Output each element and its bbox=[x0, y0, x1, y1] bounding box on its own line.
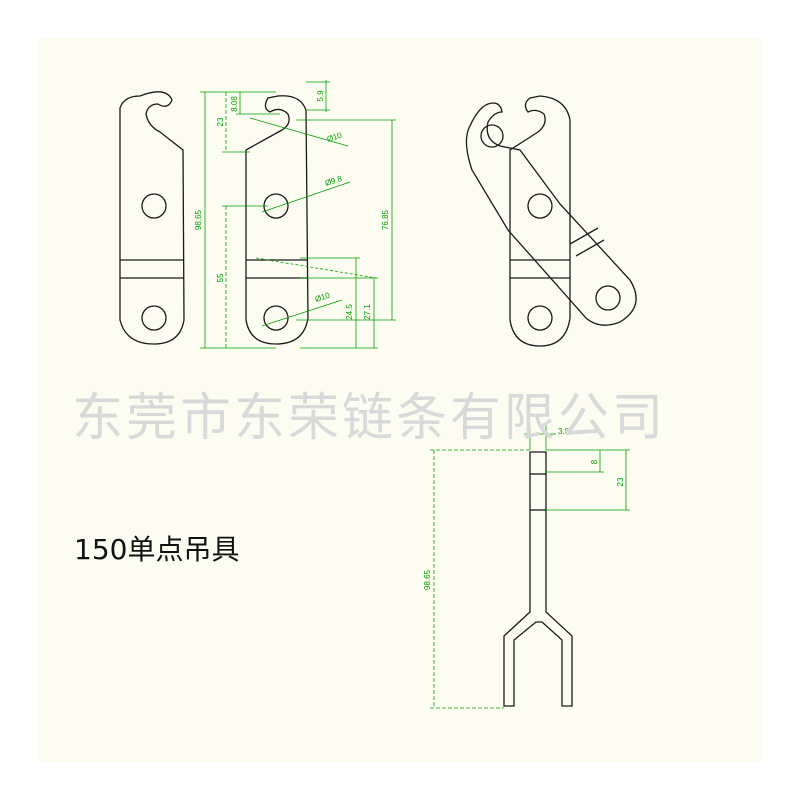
drawing-sheet bbox=[38, 38, 762, 762]
rotated-part-hole bbox=[595, 285, 621, 311]
dim-hook-slot: 8.08 bbox=[230, 96, 239, 112]
left-part-hole-upper bbox=[141, 193, 167, 219]
part-right-assembly bbox=[465, 95, 637, 347]
left-part-hole-lower bbox=[141, 305, 167, 331]
dim-bottom-b: 27.1 bbox=[363, 304, 372, 320]
side-dimensions bbox=[430, 426, 630, 709]
dim-overall-height: 98.65 bbox=[194, 209, 203, 230]
part-side-view bbox=[503, 451, 573, 707]
part-title: 150单点吊具 bbox=[74, 533, 240, 566]
company-watermark: 东莞市东荣链条有限公司 bbox=[72, 389, 667, 446]
rotated-part-upper-hole bbox=[480, 124, 504, 148]
dim-hook-depth: 23 bbox=[216, 117, 225, 126]
side-part-outline bbox=[503, 451, 573, 707]
dim-side-height: 98.65 bbox=[423, 569, 432, 590]
left-part-outline bbox=[119, 91, 185, 345]
dim-hole-mid: Ø9.8 bbox=[324, 174, 344, 188]
dim-span: 76.85 bbox=[381, 209, 390, 230]
rotated-part-outline bbox=[465, 102, 637, 326]
side-dimension-labels: 3.85 8 23 98.65 bbox=[423, 427, 625, 590]
part-center-view bbox=[245, 95, 309, 345]
dim-bottom-a: 24.5 bbox=[345, 304, 354, 320]
front-part-hole-lower bbox=[527, 305, 553, 331]
dim-side-thickness: 3.85 bbox=[558, 427, 574, 436]
front-part-outline bbox=[509, 95, 571, 347]
dim-side-depth: 23 bbox=[616, 477, 625, 486]
front-part-hole-upper bbox=[527, 193, 553, 219]
center-part-hole-lower bbox=[263, 305, 289, 331]
dim-mid-to-bottom: 55 bbox=[216, 273, 225, 282]
dim-side-slot: 8 bbox=[590, 459, 599, 464]
center-part-outline bbox=[245, 95, 309, 345]
dim-hole-bottom: Ø10 bbox=[314, 290, 332, 303]
part-left-view bbox=[119, 91, 185, 345]
dim-tip-width: 5.9 bbox=[316, 90, 325, 102]
center-dimension-labels: 98.65 23 8.08 5.9 Ø10 Ø9.8 Ø10 55 24.5 2… bbox=[194, 90, 390, 320]
dim-hole-top: Ø10 bbox=[326, 130, 344, 143]
center-dimensions bbox=[200, 80, 396, 349]
